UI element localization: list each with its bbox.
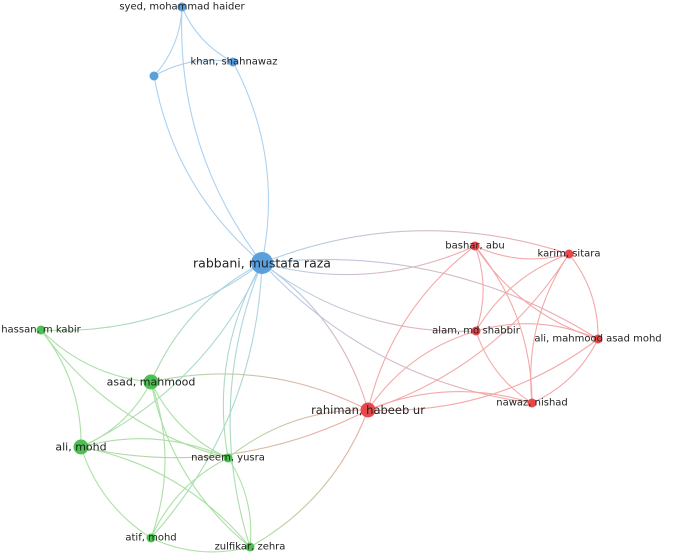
edge-rabbani-atif <box>150 262 263 539</box>
label-ali-mohd: ali, mohd <box>55 441 106 454</box>
edge-asad-naseem <box>150 381 229 459</box>
edge-bashar-alam <box>474 245 484 332</box>
label-khan: khan, shahnawaz <box>191 57 278 68</box>
edge-ali-mahmood-nawaz <box>531 338 599 404</box>
label-asad: asad, mahmood <box>107 376 196 389</box>
edge-rabbani-bashar <box>261 245 476 276</box>
edge-rabbani-karim <box>261 230 570 264</box>
node-ali-mohd[interactable] <box>73 439 89 455</box>
node-rahiman[interactable] <box>360 402 376 418</box>
node-syed[interactable] <box>177 2 187 12</box>
edge-layer <box>40 6 599 553</box>
edge-rabbani-ali-mahmood <box>261 258 599 340</box>
edge-rahiman-asad <box>150 373 369 411</box>
node-layer <box>36 2 603 552</box>
edge-rabbani-khan <box>232 61 269 264</box>
edge-rabbani-naseem <box>222 262 263 459</box>
edge-hassan-asad <box>40 329 152 383</box>
label-ali-mahmood: ali, mahmood asad mohd <box>534 334 661 345</box>
node-atif[interactable] <box>146 533 156 543</box>
node-khan[interactable] <box>228 57 238 67</box>
node-asad[interactable] <box>143 374 159 390</box>
edge-asad-atif <box>150 381 166 539</box>
edge-atif-zulfikar <box>150 537 251 553</box>
label-alam: alam, md shabbir <box>432 326 521 337</box>
node-ali-mahmood[interactable] <box>593 334 603 344</box>
node-zulfikar[interactable] <box>245 542 255 552</box>
edge-rabbani-syed <box>181 6 263 264</box>
node-karim[interactable] <box>564 249 574 259</box>
edge-rahiman-naseem <box>227 409 369 459</box>
edge-syed-khan <box>181 6 234 63</box>
node-bashar[interactable] <box>470 241 480 251</box>
edge-alam-nawaz <box>475 330 533 404</box>
edge-rabbani-asad <box>150 262 263 383</box>
edge-rabbani-ali-mohd <box>80 262 263 448</box>
node-rabbani[interactable] <box>251 252 273 274</box>
node-naseem[interactable] <box>223 453 233 463</box>
edge-rahiman-zulfikar <box>249 409 369 548</box>
label-layer: rabbani, mustafa raza syed, mohammad haid… <box>1 2 661 553</box>
label-bashar: bashar, abu <box>445 241 504 252</box>
label-karim: karim, sitara <box>537 249 600 260</box>
label-nawaz: nawaz, nishad <box>496 398 568 409</box>
edge-rabbani-alam <box>261 262 477 332</box>
label-rahiman: rahiman, habeeb ur <box>311 403 425 417</box>
edge-rahiman-ali-mahmood <box>367 338 599 411</box>
label-zulfikar: zulfikar, zehra <box>215 542 286 553</box>
label-syed: syed, mohammad haider <box>119 2 245 13</box>
node-nawaz[interactable] <box>527 398 537 408</box>
edge-syed-unlabeled <box>153 6 183 77</box>
edge-rabbani-zulfikar <box>229 262 263 548</box>
edge-ali-mohd-atif <box>80 446 152 539</box>
edge-rahiman-alam <box>367 330 477 411</box>
edge-ali-mohd-zulfikar <box>80 446 251 548</box>
label-naseem: naseem, yusra <box>191 453 265 464</box>
edge-rabbani-hassan <box>40 262 263 332</box>
label-hassan: hassan, m kabir <box>1 325 81 336</box>
edge-asad-zulfikar <box>150 381 251 548</box>
edge-karim-alam <box>475 253 570 332</box>
edge-khan-unlabeled <box>153 59 234 77</box>
node-unlabeled[interactable] <box>149 71 159 81</box>
label-rabbani: rabbani, mustafa raza <box>193 256 331 271</box>
edge-hassan-naseem <box>40 329 229 459</box>
edge-rabbani-unlabeled <box>153 75 263 264</box>
edge-bashar-karim <box>474 245 570 260</box>
edge-karim-nawaz <box>530 253 570 404</box>
edge-naseem-atif <box>150 457 229 539</box>
edge-alam-ali-mahmood <box>475 323 599 340</box>
edge-karim-ali-mahmood <box>568 253 599 340</box>
edge-rahiman-nawaz <box>367 390 533 411</box>
label-atif: atif, mohd <box>125 533 176 544</box>
node-hassan[interactable] <box>36 325 46 335</box>
edge-naseem-zulfikar <box>227 457 252 548</box>
edge-ali-mohd-naseem <box>80 438 229 459</box>
edge-rahiman-bashar <box>367 245 476 411</box>
edge-rahiman-karim <box>367 253 570 411</box>
node-alam[interactable] <box>471 326 481 336</box>
edge-asad-ali-mohd <box>80 381 152 448</box>
edge-rabbani-nawaz <box>261 262 533 404</box>
